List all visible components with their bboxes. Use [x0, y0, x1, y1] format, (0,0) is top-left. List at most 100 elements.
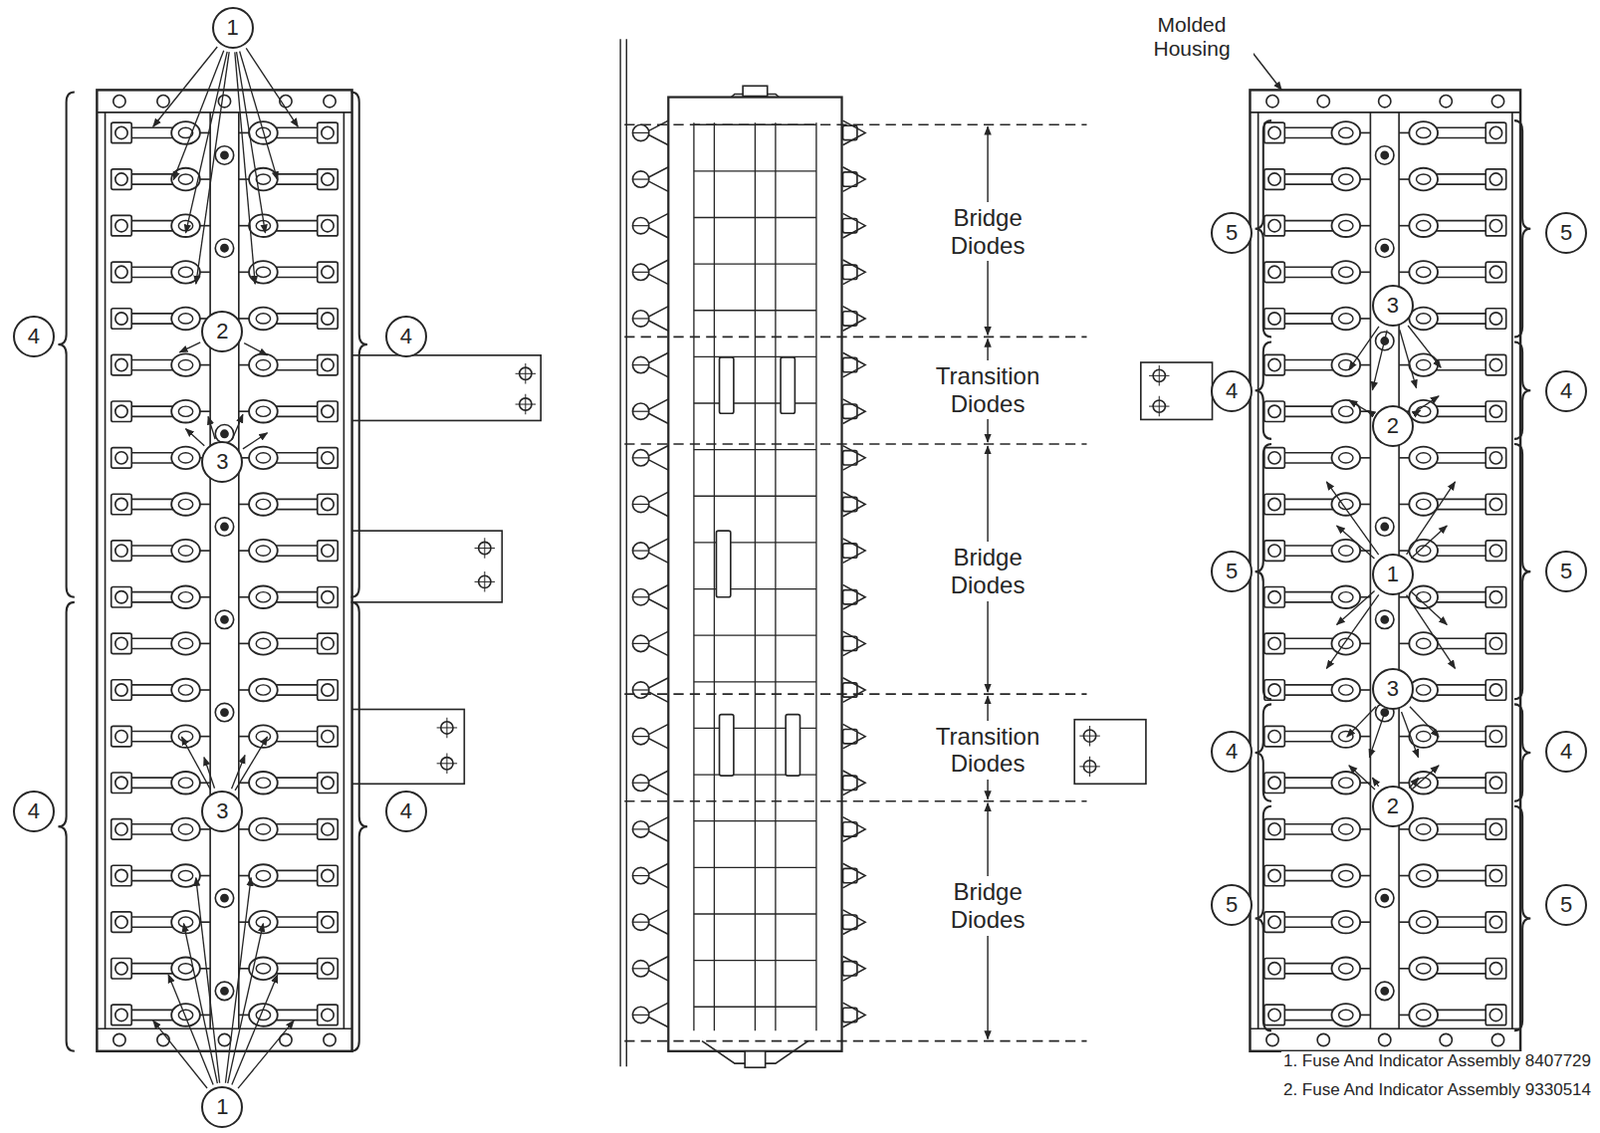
- strap-chevron: [843, 306, 867, 332]
- fuse-indicator-cap: [1339, 1009, 1354, 1020]
- terminal-stud: [115, 173, 128, 186]
- fuse-indicator-cap: [178, 638, 193, 649]
- fuse-indicator: [1408, 771, 1438, 795]
- fuse-indicator: [1408, 400, 1438, 424]
- fuse-indicator: [1408, 911, 1438, 934]
- fuse-indicator: [1331, 957, 1361, 981]
- terminal-nut: [1264, 586, 1285, 607]
- leader-arrow: [1406, 595, 1456, 670]
- terminal-stud: [115, 915, 128, 928]
- section-line: [624, 123, 1087, 126]
- terminal-nut: [1264, 448, 1285, 468]
- fuse-indicator: [171, 679, 201, 702]
- terminal-nut: [317, 772, 338, 793]
- terminal-stud: [1489, 173, 1502, 186]
- frame-member: [774, 122, 776, 1031]
- bracket-brace: [1255, 703, 1272, 801]
- terminal-nut: [111, 308, 132, 329]
- fuse-indicator: [248, 447, 278, 470]
- strap-chevron: [843, 723, 867, 749]
- strap-chevron: [843, 770, 867, 796]
- fuse-indicator: [1331, 724, 1361, 748]
- fuse-indicator: [171, 864, 201, 888]
- bus-bolt: [1375, 610, 1394, 629]
- housing-bolt: [1317, 1033, 1330, 1046]
- callout-circle: 3: [201, 790, 243, 833]
- fuse-indicator-cap: [178, 870, 193, 881]
- terminal-nut: [1485, 865, 1506, 886]
- terminal-nut: [1485, 122, 1506, 143]
- diode-slot: [785, 714, 800, 776]
- terminal-stud: [1489, 220, 1502, 232]
- fuse-indicator: [248, 818, 278, 842]
- leader-arrow: [186, 429, 206, 447]
- side-bolt-slot: [632, 596, 649, 598]
- terminal-nut: [1485, 725, 1506, 746]
- fuse-indicator-cap: [255, 174, 270, 185]
- fuse-indicator: [1331, 214, 1361, 237]
- terminal-nut: [1264, 169, 1285, 190]
- terminal-nut: [1264, 401, 1285, 422]
- terminal-stud: [1489, 358, 1502, 371]
- terminal-stud: [321, 591, 334, 604]
- leader-arrow: [1412, 396, 1439, 414]
- bus-bolt: [215, 425, 233, 444]
- fuse-indicator-cap: [255, 777, 270, 788]
- terminal-nut: [111, 540, 132, 561]
- callout-number: 5: [1225, 560, 1238, 583]
- callout-number: 2: [216, 320, 229, 343]
- terminal-stud: [1268, 823, 1281, 836]
- terminal-stud: [1268, 173, 1281, 186]
- fuse-indicator: [1331, 121, 1361, 145]
- side-bolt-slot: [632, 688, 649, 690]
- callout-circle: 4: [1545, 730, 1588, 773]
- terminal-stud: [1489, 312, 1502, 325]
- housing-bolt: [1378, 95, 1391, 108]
- terminal-nut: [317, 493, 338, 514]
- leader-arrow: [237, 1020, 294, 1089]
- side-bolt: [632, 914, 649, 930]
- terminal-stud: [1489, 265, 1502, 278]
- housing-bolt: [323, 95, 336, 108]
- leader-arrow: [234, 736, 267, 791]
- fuse-indicator-cap: [1339, 916, 1354, 927]
- terminal-nut: [1485, 354, 1506, 375]
- terminal-nut: [1264, 122, 1285, 143]
- side-bolt-slot: [632, 225, 649, 227]
- side-bolt-slot: [632, 457, 649, 458]
- center-bus-strip: [210, 112, 239, 1029]
- terminal-stud: [115, 1008, 128, 1021]
- terminal-stud: [321, 173, 334, 186]
- top-cap-bolt: [742, 85, 768, 96]
- fuse-indicator: [1331, 679, 1361, 702]
- hole-centerline: [1089, 756, 1091, 777]
- fuse-indicator: [171, 585, 201, 609]
- cross-bar: [693, 681, 817, 683]
- fuse-indicator-cap: [1416, 963, 1431, 974]
- leader-arrow: [183, 923, 218, 1084]
- bracket-brace: [1514, 120, 1531, 337]
- leader-arrow: [1349, 765, 1375, 790]
- strap-chevron: [843, 399, 867, 425]
- side-bolt: [632, 1006, 649, 1023]
- terminal-nut: [1264, 865, 1285, 886]
- fuse-indicator: [248, 400, 278, 424]
- terminal-nut: [1485, 819, 1506, 840]
- side-bolt: [632, 124, 649, 141]
- fuse-indicator-cap: [255, 870, 270, 881]
- fuse-indicator-cap: [1416, 221, 1431, 231]
- terminal-stud: [1268, 126, 1281, 139]
- terminal-nut: [1264, 725, 1285, 746]
- strap-chevron: [843, 584, 867, 610]
- bus-bolt-center: [221, 244, 229, 252]
- leader-arrow: [1347, 706, 1376, 737]
- fuse-indicator-cap: [178, 174, 193, 185]
- leader-arrow: [242, 433, 268, 450]
- fuse-indicator-cap: [1339, 592, 1354, 603]
- callout-number: 3: [216, 451, 229, 473]
- bus-bolt-center: [221, 430, 229, 438]
- fuse-indicator: [1408, 260, 1438, 284]
- fuse-indicator-cap: [255, 266, 270, 277]
- frame-member: [713, 122, 715, 1031]
